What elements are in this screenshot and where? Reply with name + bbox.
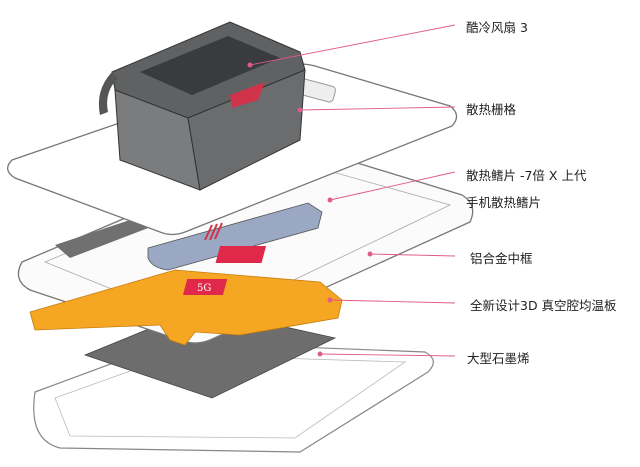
5g-tag-bg [182,279,228,295]
label-grille: 散热栅格 [466,102,517,117]
5g-tag: 5G [197,283,211,294]
label-frame: 铝合金中框 [470,251,533,266]
label-vapor-chamber: 全新设计3D 真空腔均温板 [470,298,617,313]
rog-stripes [204,222,223,241]
cpu-tag-bg [215,246,267,263]
cooling-fan [98,21,306,191]
label-fins-line1: 散热鳍片 -7倍 X 上代 [466,168,587,183]
leader-lines [247,24,456,357]
label-fan: 酷冷风扇 3 [466,20,528,35]
heat-fin [147,202,323,271]
label-fins-line2: 手机散热鳍片 [466,195,542,210]
vapor-chamber [29,269,343,346]
label-graphite: 大型石墨烯 [467,351,530,366]
cpu-tag: CPU [300,251,323,262]
